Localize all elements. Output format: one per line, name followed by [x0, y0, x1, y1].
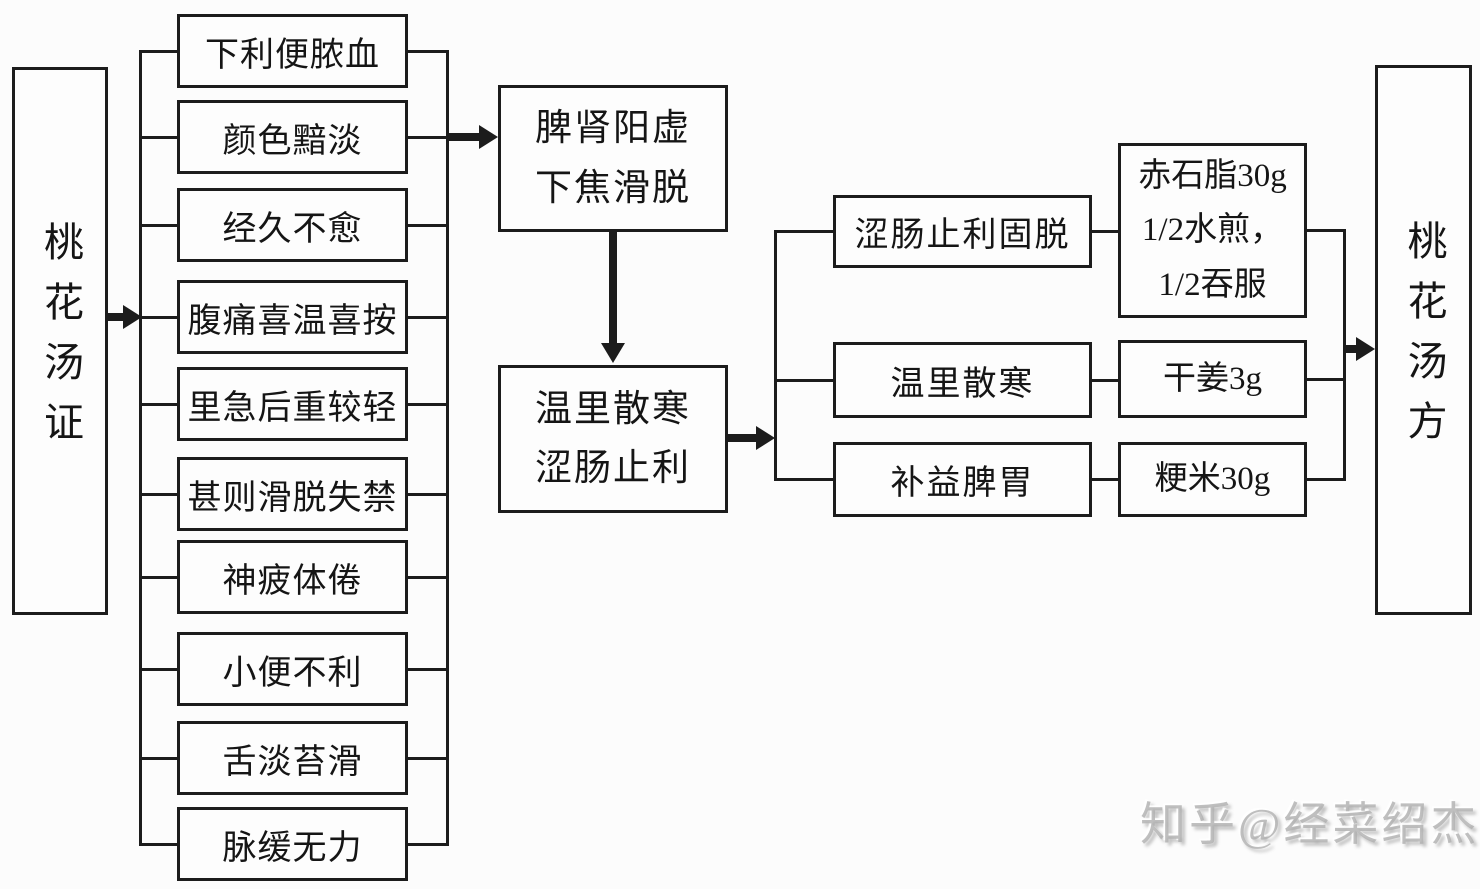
connector-line [139, 668, 177, 671]
method-label: 补益脾胃 [890, 465, 1035, 502]
symptom-label: 下利便脓血 [205, 36, 380, 74]
symptom-box-3: 经久不愈 [177, 188, 408, 262]
arrowhead-syndrome-to-symptoms [123, 305, 142, 329]
connector-line [1092, 379, 1118, 382]
watermark-text: 知乎@经菜绍杰 [1140, 799, 1480, 850]
arrowhead-treatment-to-methods [756, 426, 775, 450]
symptom-label: 腹痛喜温喜按 [187, 302, 398, 340]
connector-line [139, 403, 177, 406]
symptom-box-8: 小便不利 [177, 632, 408, 706]
connector-line [1092, 230, 1118, 233]
arrow-treatment-to-methods [728, 434, 758, 442]
pathogenesis-box: 脾肾阳虚 下焦滑脱 [498, 85, 728, 232]
symptom-box-2: 颜色黯淡 [177, 100, 408, 174]
method-box-3: 补益脾胃 [833, 442, 1092, 517]
syndrome-node-box: 桃花汤证 [12, 67, 108, 615]
connector-line [408, 316, 449, 319]
symptom-label: 舌淡苔滑 [222, 743, 363, 781]
herb-line: 干姜3g [1163, 360, 1262, 397]
connector-line [1092, 478, 1118, 481]
connector-line [408, 493, 449, 496]
herb-line: 粳米30g [1154, 461, 1271, 498]
symptom-left-spine-line [139, 51, 142, 845]
symptom-box-6: 甚则滑脱失禁 [177, 457, 408, 531]
connector-line [408, 843, 449, 846]
connector-line [408, 757, 449, 760]
connector-line [139, 136, 177, 139]
method-label: 温里散寒 [890, 365, 1035, 403]
arrow-symptoms-to-pathogenesis [449, 133, 481, 141]
herb-box-1: 赤石脂30g 1/2水煎， 1/2吞服 [1118, 143, 1307, 318]
connector-line [774, 379, 833, 382]
symptom-label: 小便不利 [222, 654, 363, 692]
formula-node-box: 桃花汤方 [1375, 65, 1472, 615]
connector-line [139, 843, 177, 846]
connector-line [139, 50, 177, 53]
arrow-syndrome-to-symptoms [106, 313, 126, 321]
method-box-2: 温里散寒 [833, 342, 1092, 418]
pathogenesis-line-2: 下焦滑脱 [535, 167, 691, 209]
connector-line [774, 230, 833, 233]
connector-line [408, 403, 449, 406]
connector-line [1307, 478, 1346, 481]
connector-line [139, 224, 177, 227]
connector-line [408, 50, 449, 53]
treatment-box: 温里散寒 涩肠止利 [498, 365, 728, 513]
herb-box-2: 干姜3g [1118, 340, 1307, 418]
arrowhead-symptoms-to-pathogenesis [479, 125, 498, 149]
symptom-box-9: 舌淡苔滑 [177, 721, 408, 795]
connector-line [139, 757, 177, 760]
symptom-right-spine-line [446, 51, 449, 845]
herb-line: 1/2水煎， [1141, 212, 1284, 249]
symptom-box-4: 腹痛喜温喜按 [177, 280, 408, 354]
method-label: 涩肠止利固脱 [854, 217, 1071, 254]
arrow-herbs-to-formula [1346, 345, 1358, 353]
arrow-pathogenesis-to-treatment [609, 232, 617, 345]
connector-line [139, 316, 177, 319]
treatment-line-2: 涩肠止利 [535, 448, 691, 489]
formula-node-label: 桃花汤方 [1401, 220, 1447, 460]
symptom-box-7: 神疲体倦 [177, 540, 408, 614]
connector-line [408, 224, 449, 227]
treatment-line-1: 温里散寒 [535, 388, 691, 430]
symptom-label: 颜色黯淡 [222, 122, 363, 160]
symptom-label: 甚则滑脱失禁 [187, 479, 398, 517]
arrowhead-pathogenesis-to-treatment [601, 343, 625, 363]
connector-line [139, 576, 177, 579]
symptom-label: 里急后重较轻 [187, 389, 398, 427]
methods-bracket-line [774, 231, 777, 479]
symptom-label: 神疲体倦 [222, 562, 363, 600]
symptom-box-1: 下利便脓血 [177, 14, 408, 88]
symptom-label: 经久不愈 [222, 210, 363, 248]
connector-line [408, 576, 449, 579]
herb-line: 赤石脂30g [1138, 157, 1287, 194]
method-box-1: 涩肠止利固脱 [833, 195, 1092, 268]
herb-line: 1/2吞服 [1158, 266, 1267, 303]
syndrome-node-label: 桃花汤证 [38, 221, 83, 461]
pathogenesis-line-1: 脾肾阳虚 [535, 108, 691, 150]
connector-line [408, 136, 449, 139]
herbs-merge-line [1343, 229, 1346, 481]
symptom-box-10: 脉缓无力 [177, 807, 408, 881]
connector-line [139, 493, 177, 496]
symptom-label: 脉缓无力 [222, 829, 363, 867]
connector-line [774, 478, 833, 481]
arrowhead-herbs-to-formula [1356, 337, 1375, 361]
connector-line [408, 668, 449, 671]
symptom-box-5: 里急后重较轻 [177, 367, 408, 441]
herb-box-3: 粳米30g [1118, 442, 1307, 517]
connector-line [1307, 378, 1346, 381]
connector-line [1307, 229, 1346, 232]
